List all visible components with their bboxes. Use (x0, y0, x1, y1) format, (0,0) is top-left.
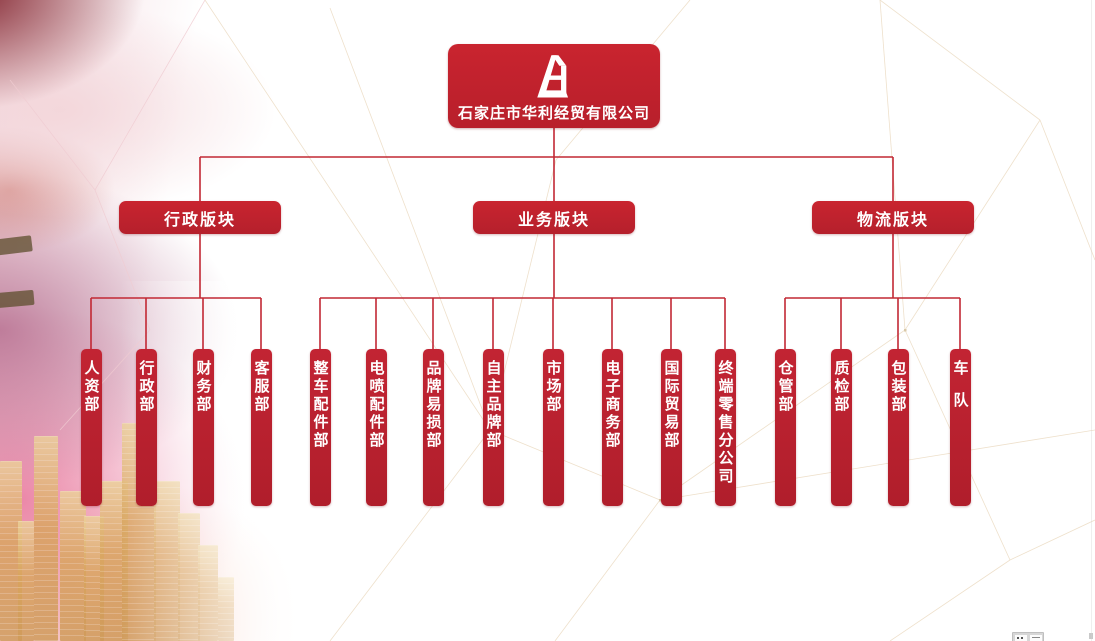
division-label: 行政版块 (163, 211, 236, 229)
company-node: 石家庄市华利经贸有限公司 (448, 44, 660, 128)
division-node-admin: 行政版块 (119, 201, 281, 234)
department-pillar: 包装部 (887, 349, 909, 506)
division-label: 物流版块 (856, 211, 929, 229)
department-pillar: 财务部 (192, 349, 214, 506)
page-edge-line (1091, 0, 1092, 641)
department-pillar: 电子商务部 (601, 349, 623, 506)
company-name: 石家庄市华利经贸有限公司 (457, 105, 650, 122)
department-pillar: 车队 (949, 349, 971, 506)
department-pillar: 客服部 (250, 349, 272, 506)
company-logo-icon (537, 55, 569, 98)
department-pillar: 人资部 (80, 349, 102, 506)
department-pillar: 质检部 (830, 349, 852, 506)
department-pillar: 仓管部 (774, 349, 796, 506)
department-pillar: 行政部 (135, 349, 157, 506)
list-lines-icon[interactable] (1029, 635, 1042, 641)
division-label: 业务版块 (517, 211, 590, 229)
department-pillar: 终端零售分公司 (714, 349, 736, 506)
drag-dots-icon[interactable] (1014, 635, 1027, 641)
department-pillar: 电喷配件部 (365, 349, 387, 506)
department-pillar: 整车配件部 (309, 349, 331, 506)
background-cityscape (0, 301, 260, 641)
division-node-logistics: 物流版块 (812, 201, 974, 234)
division-node-business: 业务版块 (473, 201, 635, 234)
department-pillar: 品牌易损部 (422, 349, 444, 506)
department-pillar: 市场部 (542, 349, 564, 506)
scrollbar-end (1089, 633, 1093, 639)
background-pagoda (0, 235, 33, 257)
department-pillar: 国际贸易部 (660, 349, 682, 506)
background-pagoda (0, 289, 35, 310)
department-pillar: 自主品牌部 (482, 349, 504, 506)
background-sky-clouds (0, 0, 480, 641)
viewer-mini-toolbar[interactable] (1012, 632, 1044, 641)
